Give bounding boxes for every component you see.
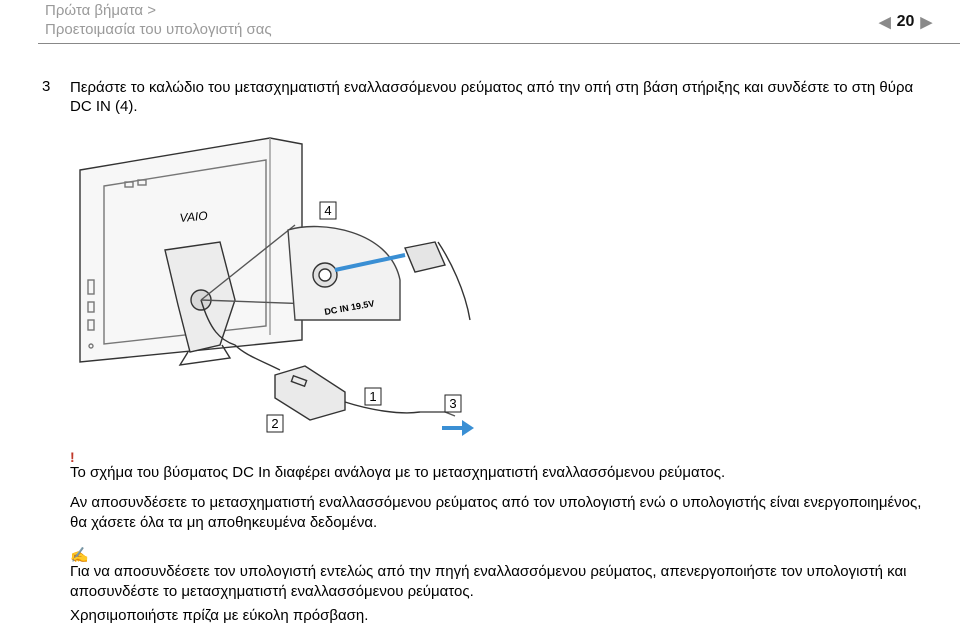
breadcrumb-section[interactable]: Πρώτα βήματα > xyxy=(45,2,157,19)
warning-text-2: Αν αποσυνδέσετε το μετασχηματιστή εναλλα… xyxy=(70,494,922,531)
page-navigation: ◀ 20 ▶ xyxy=(879,13,932,31)
page-number: 20 xyxy=(896,13,915,30)
svg-text:3: 3 xyxy=(449,396,456,411)
warning-icon: ! xyxy=(70,449,75,465)
step-instruction: Περάστε το καλώδιο του μετασχηματιστή εν… xyxy=(70,79,914,115)
header-divider xyxy=(38,43,960,44)
note-tip: Χρησιμοποιήστε πρίζα με εύκολη πρόσβαση. xyxy=(70,607,369,624)
callout-2: 2 xyxy=(266,414,284,433)
connection-illustration: 4 1 2 3 DC IN 19.5V VAIO xyxy=(79,137,474,436)
breadcrumb-subsection[interactable]: Προετοιμασία του υπολογιστή σας xyxy=(45,21,272,38)
warning-text-1: Το σχήμα του βύσματος DC In διαφέρει ανά… xyxy=(70,464,726,481)
callout-3: 3 xyxy=(444,394,462,413)
callout-4: 4 xyxy=(319,201,337,220)
note-pencil-icon: ✍ xyxy=(70,547,89,564)
previous-page-icon[interactable]: ◀ xyxy=(879,14,891,31)
vaio-logo: VAIO xyxy=(179,209,208,225)
svg-text:4: 4 xyxy=(324,203,331,218)
step-number: 3 xyxy=(42,78,51,95)
svg-text:1: 1 xyxy=(369,389,376,404)
note-text: Για να αποσυνδέσετε τον υπολογιστή εντελ… xyxy=(70,563,907,600)
page-header: Πρώτα βήματα > Προετοιμασία του υπολογισ… xyxy=(0,0,960,44)
next-page-icon[interactable]: ▶ xyxy=(920,14,932,31)
callout-1: 1 xyxy=(364,387,382,406)
svg-text:2: 2 xyxy=(271,416,278,431)
